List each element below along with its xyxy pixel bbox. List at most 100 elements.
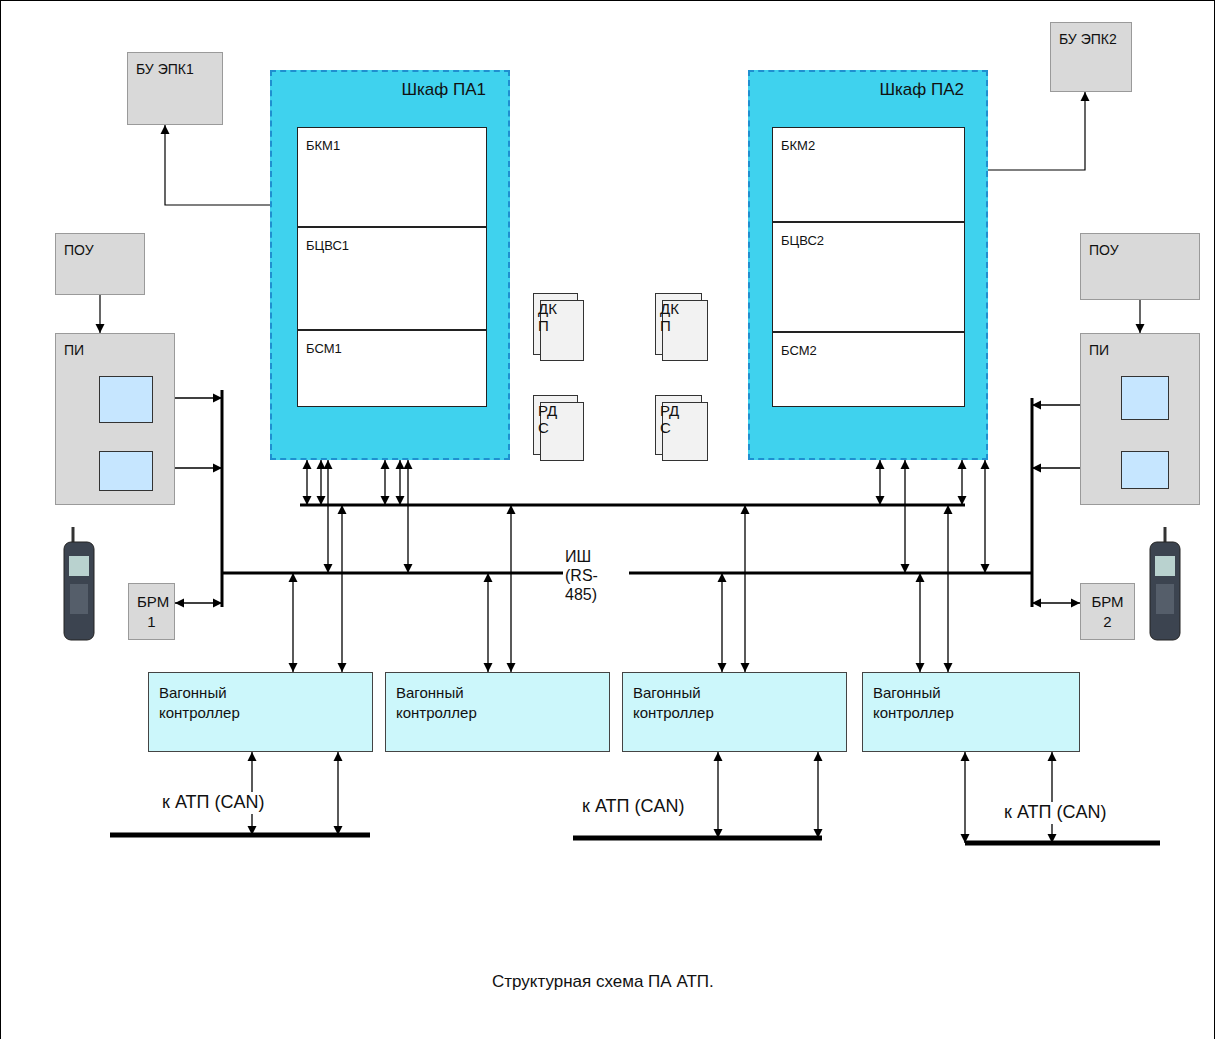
bus-connection — [396, 460, 405, 505]
arrow-head — [901, 460, 910, 469]
arrow-head — [324, 564, 333, 573]
arrow-head — [484, 573, 493, 582]
arrow-head — [396, 496, 405, 505]
node-label: БРМ 1 — [137, 592, 166, 631]
arrow-head — [334, 752, 343, 761]
node-label: БКМ2 — [781, 138, 956, 153]
bus-connection — [324, 460, 333, 573]
bus-connection — [981, 460, 990, 573]
car-controller: Вагонный контроллер — [148, 672, 373, 752]
module-block: БКМ2 — [772, 127, 965, 222]
car-controller: Вагонный контроллер — [385, 672, 610, 752]
bus-connection — [484, 573, 493, 672]
arrow-head — [1081, 92, 1090, 101]
document-stack: ДК П — [655, 293, 702, 355]
bus-connection — [741, 505, 750, 672]
node-label: БСМ2 — [781, 343, 956, 358]
arrow-head — [213, 394, 222, 403]
node-label: БРМ 2 — [1091, 592, 1125, 631]
bus-name: к АТП (CAN) — [1002, 802, 1108, 824]
module-block: БКМ1 — [297, 127, 487, 227]
arrow-head — [961, 752, 970, 761]
bus-connection — [944, 505, 953, 672]
node-label: БЦВС1 — [306, 238, 478, 253]
node-label: Вагонный контроллер — [159, 683, 269, 724]
arrow-head — [961, 834, 970, 843]
arrow-head — [175, 599, 184, 608]
arrow-head — [96, 324, 105, 333]
node-label: БКМ1 — [306, 138, 478, 153]
can-bus-line — [110, 833, 370, 838]
arrow-head — [1032, 464, 1041, 473]
indicator-square — [1121, 451, 1169, 489]
node-label: БУ ЭПК2 — [1059, 31, 1123, 47]
arrow-head — [1071, 599, 1080, 608]
arrow-head — [338, 505, 347, 514]
car-controller: Вагонный контроллер — [862, 672, 1080, 752]
node-label: РД С — [538, 402, 564, 437]
bus-connection — [303, 460, 312, 505]
arrow-head — [981, 564, 990, 573]
bus-connection — [958, 460, 967, 505]
bus-connection — [317, 460, 326, 505]
arrow-head — [381, 496, 390, 505]
arrow-head — [814, 829, 823, 838]
node-label: ДК П — [538, 300, 564, 335]
arrow-head — [303, 496, 312, 505]
arrow-head — [741, 505, 750, 514]
module-block: БЦВС1 — [297, 227, 487, 330]
indicator-square — [99, 376, 153, 423]
arrow-head — [876, 496, 885, 505]
arrow-head — [289, 573, 298, 582]
bus-connection — [175, 599, 222, 608]
arrow-head — [944, 505, 953, 514]
arrow-head — [317, 460, 326, 469]
arrow-head — [484, 663, 493, 672]
bus-connection — [714, 752, 723, 838]
panel-box: ПОУ — [55, 233, 145, 295]
bus-connection — [961, 752, 970, 843]
arrow-head — [718, 663, 727, 672]
bus-connection — [404, 460, 413, 573]
node-label: Шкаф ПА1 — [282, 80, 486, 100]
node-label: Вагонный контроллер — [873, 683, 983, 724]
cabinet: Шкаф ПА1БКМ1БЦВС1БСМ1 — [270, 70, 510, 460]
indicator-panel: ПИ — [55, 333, 175, 505]
module-block: БСМ1 — [297, 330, 487, 407]
bus-name: к АТП (CAN) — [160, 792, 266, 814]
document-stack: РД С — [655, 395, 702, 455]
arrow-head — [1048, 834, 1057, 843]
arrow-head — [876, 460, 885, 469]
arrow-head — [714, 752, 723, 761]
arrow-head — [507, 663, 516, 672]
bus-name: к АТП (CAN) — [580, 796, 686, 818]
bus-connection — [334, 752, 343, 835]
arrow-head — [944, 663, 953, 672]
can-bus-line — [573, 836, 822, 841]
arrow-head — [958, 496, 967, 505]
car-controller: Вагонный контроллер — [622, 672, 847, 752]
node-label: ПОУ — [1089, 242, 1191, 258]
node-label: БУ ЭПК1 — [136, 61, 214, 77]
module-block: БСМ2 — [772, 332, 965, 407]
node-label: Вагонный контроллер — [633, 683, 743, 724]
arrow-head — [303, 460, 312, 469]
arrow-head — [958, 460, 967, 469]
control-unit: БУ ЭПК2 — [1050, 22, 1132, 92]
arrow-head — [1032, 401, 1041, 410]
bus-connection — [507, 505, 516, 672]
connector-arrow — [1136, 300, 1145, 333]
arrow-head — [1136, 324, 1145, 333]
arrow-head — [507, 505, 516, 514]
arrow-head — [718, 573, 727, 582]
can-bus-line — [965, 841, 1160, 846]
document-stack: РД С — [533, 395, 578, 455]
arrow-head — [381, 460, 390, 469]
indicator-square — [1121, 376, 1169, 420]
arrow-head — [916, 573, 925, 582]
arrow-head — [814, 752, 823, 761]
bus-connection — [289, 573, 298, 672]
node-label: Вагонный контроллер — [396, 683, 506, 724]
